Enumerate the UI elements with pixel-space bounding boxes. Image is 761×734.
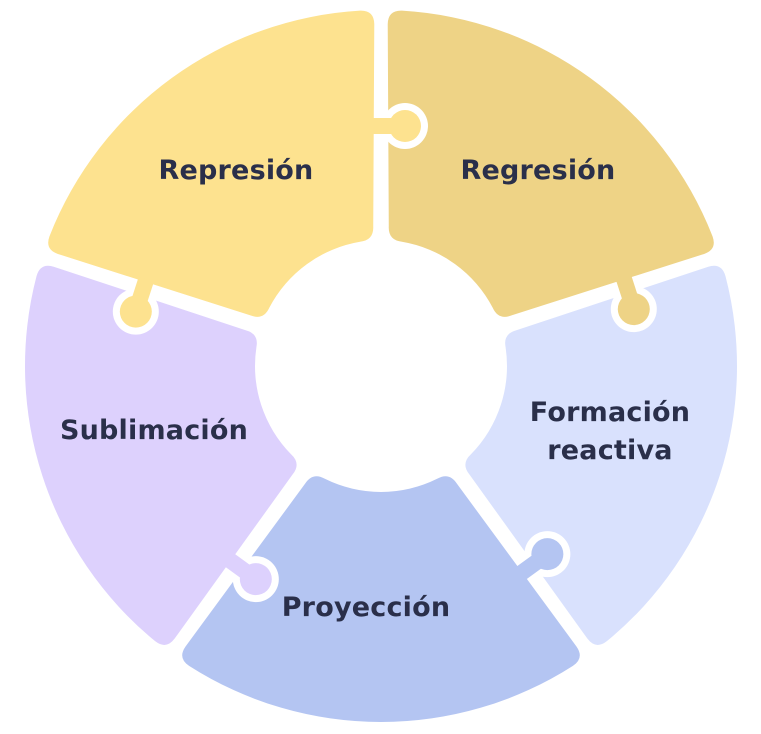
label-formacion-reactiva: Formación reactiva	[530, 397, 690, 466]
label-proyeccion: Proyección	[282, 592, 451, 623]
puzzle-pieces	[24, 10, 738, 722]
puzzle-tab-represion	[371, 103, 428, 149]
puzzle-tab-proyeccion	[515, 531, 571, 583]
label-line: Formación	[530, 397, 690, 428]
puzzle-tab-sublimacion	[223, 550, 279, 603]
puzzle-piece-represion	[48, 10, 375, 317]
label-represion: Represión	[159, 155, 314, 186]
puzzle-piece-proyeccion	[182, 476, 580, 722]
label-line: Represión	[159, 155, 314, 186]
label-regresion: Regresión	[461, 155, 616, 186]
label-line: Proyección	[282, 592, 451, 623]
label-line: Sublimación	[60, 415, 248, 446]
puzzle-piece-sublimacion	[24, 265, 297, 645]
label-line: Regresión	[461, 155, 616, 186]
puzzle-piece-regresion	[387, 10, 714, 317]
label-sublimacion: Sublimación	[60, 415, 248, 446]
label-line: reactiva	[547, 435, 672, 466]
puzzle-tab-represion	[112, 276, 159, 335]
puzzle-tab-regresion	[610, 274, 657, 333]
